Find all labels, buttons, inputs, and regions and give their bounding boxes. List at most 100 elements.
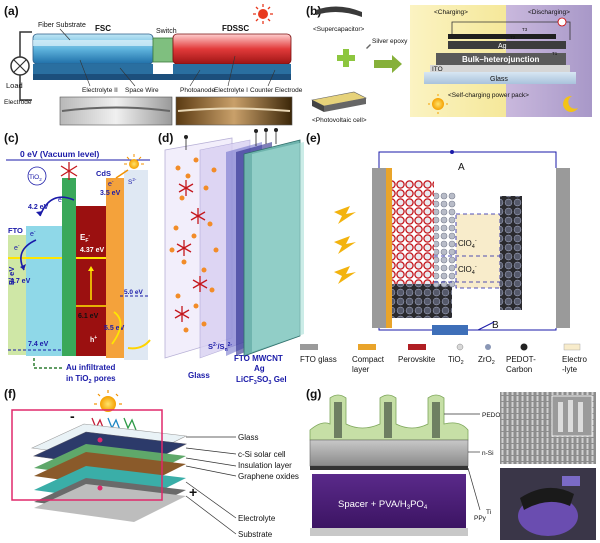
label-h-main: h — [90, 337, 94, 344]
label-a: A — [458, 162, 465, 173]
switch-b — [477, 321, 495, 331]
legend-electrolyte-l1: Electro — [562, 355, 587, 364]
fto-plate-right — [556, 168, 570, 328]
label-spacer-end: PO — [410, 499, 424, 510]
panel-e: (e) A B ClO4- ClO4- — [300, 131, 587, 374]
arrowhead-2 — [20, 264, 26, 270]
legend-swatch-compact — [358, 344, 376, 350]
label-gel-end: SO — [257, 375, 269, 384]
legend-electrolyte: Electro-lyte — [562, 355, 587, 374]
label-tio2-main: TiO — [29, 174, 39, 181]
device-ag-layer — [448, 41, 566, 49]
label-e2-main: e — [30, 231, 34, 238]
s2-band — [124, 170, 148, 360]
panel-f: (f) - + Glass — [4, 387, 299, 539]
panel-d: (d) S2-/Sn2- Glass F — [158, 128, 304, 386]
label-t2: T2 — [510, 35, 516, 40]
label-b: B — [492, 320, 499, 331]
label-au-line2: in TiO2 pores — [66, 374, 116, 385]
label-electrolyte-ii: Electrolyte II — [82, 87, 118, 94]
label-7-4ev: 7.4 eV — [28, 341, 49, 348]
label-glass-b: Glass — [490, 76, 508, 83]
legend-swatch-zro2 — [485, 344, 491, 350]
label-electrolyte-i: Electrolyte I — [214, 87, 248, 94]
label-tio2: TiO2 — [29, 174, 42, 182]
label-counter-electrode: Counter Electrode — [250, 87, 303, 94]
label-ef-sub: F — [85, 238, 88, 244]
label-graphene: Graphene oxides — [238, 472, 299, 481]
label-glass-f: Glass — [238, 433, 258, 442]
tio2-band — [26, 226, 62, 356]
moon-icon — [563, 95, 578, 112]
label-silver-epoxy: Silver epoxy — [372, 38, 408, 45]
label-5-5ev: 5.5 eV — [104, 325, 125, 332]
fto-plate-left — [372, 168, 386, 328]
label-au-in: in TiO — [66, 374, 89, 383]
label-e4-main: e — [108, 181, 112, 188]
fdssc-photo — [175, 96, 293, 126]
leaders-f — [185, 436, 237, 535]
label-spacer-sub: 3 — [407, 505, 411, 511]
label-plus: + — [189, 484, 197, 500]
label-ef-main: E — [80, 233, 86, 242]
leader-photoanode — [189, 69, 201, 87]
panel-c-tag: (c) — [4, 131, 19, 145]
panel-c: (c) 0 eV (Vacuum level) FTO TiO2 CdS S2-… — [4, 131, 151, 385]
zro2-layer — [434, 192, 456, 288]
label-e-minus-4: e- — [108, 179, 114, 188]
label-redox-main: S — [208, 342, 213, 351]
ppy-ti-bottom — [310, 528, 468, 536]
pedot-bottom — [392, 284, 452, 318]
label-au-sub: 2 — [89, 379, 92, 385]
label-vacuum-level: 0 eV (Vacuum level) — [20, 149, 100, 159]
label-substrate: Substrate — [238, 530, 273, 539]
sem-inset-pillars — [558, 400, 583, 432]
substrate-base — [34, 484, 186, 522]
fdssc-tube — [172, 33, 292, 65]
label-clo4-top: ClO4- — [458, 238, 477, 250]
circuit-led-icon — [557, 17, 567, 27]
arrowhead-3 — [88, 266, 94, 271]
sun-c-icon — [129, 159, 139, 169]
label-redox-mid: /S — [217, 342, 224, 351]
switch-block[interactable] — [152, 37, 174, 63]
electrolyte-dots — [169, 157, 219, 333]
label-load: Load — [6, 81, 23, 90]
label-4-7ev: 4.7 eV — [10, 278, 31, 285]
circuit-top — [378, 151, 557, 168]
label-s2-sup: 2- — [132, 177, 137, 182]
arrowhead-1 — [36, 211, 43, 216]
label-ti: Ti — [486, 509, 491, 516]
label-gel: LiCF3SO3 Gel — [236, 375, 287, 386]
circuit-loop — [11, 409, 163, 501]
bulk-heterojunction-layer — [436, 53, 566, 65]
label-spacer: Spacer + PVA/H3PO4 — [338, 499, 428, 511]
label-fto-mwcnt: FTO MWCNT — [234, 354, 283, 363]
legend-zro2-main: ZrO — [478, 355, 492, 364]
label-ef: EF- — [80, 233, 90, 244]
legend-swatch-perovskite — [408, 344, 426, 350]
label-clo4-bot-sup: - — [475, 264, 477, 270]
label-spacer-main: Spacer + PVA/H — [338, 499, 407, 510]
label-spacer-sub2: 4 — [424, 505, 428, 511]
legend-tio2-sub: 2 — [461, 360, 464, 366]
fiber-substrate-base — [33, 74, 291, 80]
label-switch: Switch — [156, 28, 177, 35]
label-redox: S2-/Sn2- — [208, 342, 232, 353]
resistor-b — [432, 325, 468, 335]
panel-e-tag: (e) — [306, 131, 321, 145]
leader-fiber — [59, 28, 71, 41]
leader-electrolyte-i — [227, 55, 236, 87]
label-redox-sub: n — [225, 347, 228, 353]
label-clo4-bot: ClO4- — [458, 264, 477, 276]
node-top — [97, 437, 103, 443]
device-top-layer — [448, 34, 556, 39]
label-redox-sup2: 2- — [228, 342, 233, 348]
glove-shape — [518, 496, 578, 536]
legend-zro2-sub: 2 — [492, 360, 495, 366]
electrolyte-band — [106, 178, 124, 358]
label-e-minus-3: e- — [14, 243, 20, 252]
panel-g-tag: (g) — [306, 387, 321, 401]
